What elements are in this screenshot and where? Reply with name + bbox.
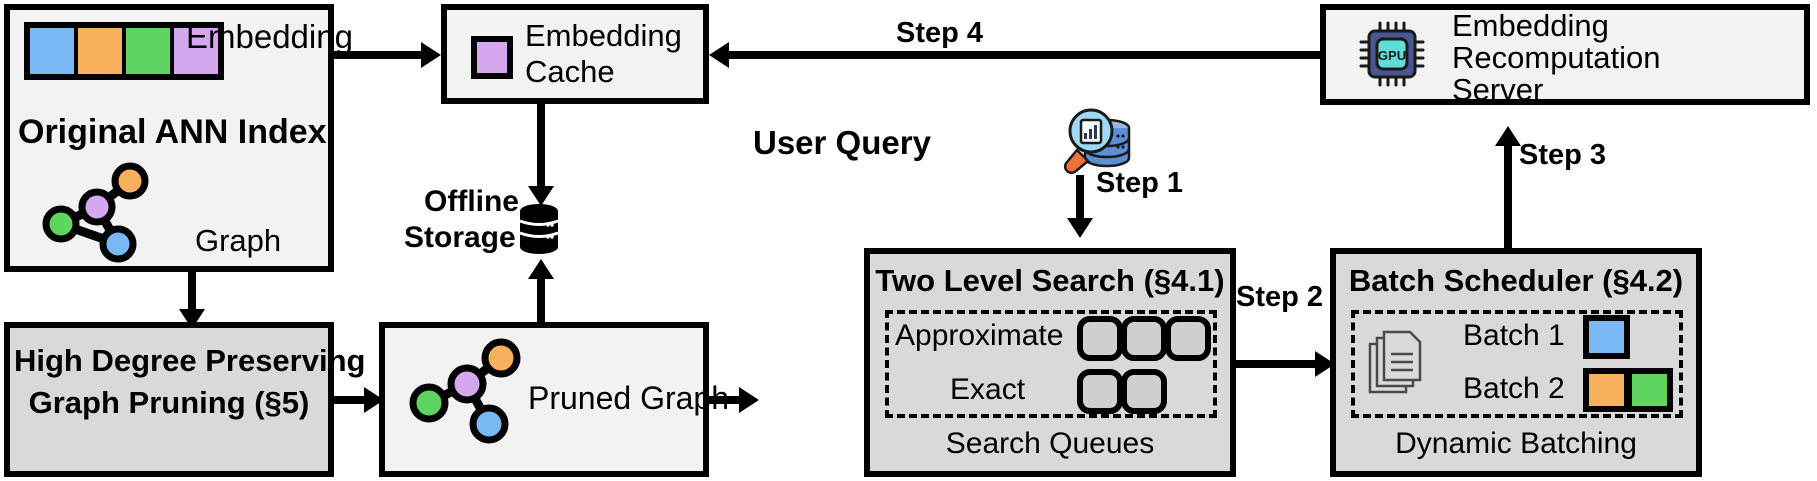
orange-node	[481, 338, 521, 378]
arrow-step1	[1076, 175, 1084, 221]
arrow-index-to-pruning	[188, 272, 196, 312]
recomputation-server-line2: Recomputation	[1452, 40, 1661, 75]
graph-pruning-box	[4, 322, 334, 477]
arrow-step3-head	[1495, 126, 1521, 146]
arrow-step4-head	[709, 42, 729, 68]
offline-storage-label-line1: Offline	[424, 185, 519, 218]
step1-label: Step 1	[1096, 167, 1184, 199]
arrow-cache-to-storage	[537, 104, 545, 189]
approximate-queue-cell-3	[1165, 316, 1211, 361]
magnifier	[1063, 108, 1114, 175]
dynamic-batching-footer: Dynamic Batching	[1395, 427, 1637, 460]
batch-1-swatch-blue	[1583, 315, 1630, 359]
green-node	[409, 383, 449, 423]
arrow-pruned-graph-to-search-head	[739, 387, 759, 413]
purple-node	[447, 364, 487, 404]
exact-row-label: Exact	[950, 373, 1026, 406]
embedding-cache-title-line1: Embedding	[525, 18, 682, 53]
batch-2-swatch-orange	[1583, 368, 1630, 412]
approximate-row-label: Approximate	[895, 319, 1064, 352]
search-queues-panel	[885, 310, 1217, 418]
arrow-step2	[1236, 360, 1318, 368]
exact-queue-cell-1	[1077, 369, 1123, 414]
offline-storage-label-line2: Storage	[404, 221, 516, 254]
arrow-pruning-to-pruned-graph	[334, 396, 366, 404]
purple-node	[78, 188, 116, 226]
blue-node	[99, 225, 137, 263]
two-level-search-title: Two Level Search (§4.1)	[875, 263, 1225, 298]
arrow-step3	[1504, 132, 1512, 250]
step3-label: Step 3	[1519, 139, 1607, 171]
batch-1-label: Batch 1	[1463, 319, 1565, 352]
two-level-search-box	[864, 248, 1236, 477]
gpu-chip-text: GPU	[1378, 48, 1406, 63]
embedding-cell-green	[126, 28, 174, 74]
batch-scheduler-title: Batch Scheduler (§4.2)	[1348, 263, 1684, 298]
embedding-cache-title-line2: Cache	[525, 54, 615, 89]
gpu-chip-icon: GPU	[1359, 21, 1425, 87]
exact-queue-cell-2	[1121, 369, 1167, 414]
embedding-cell-orange	[78, 28, 126, 74]
graph-label: Graph	[195, 223, 282, 258]
arrow-step4	[728, 51, 1320, 59]
step2-label: Step 2	[1236, 281, 1324, 313]
documents-icon	[1368, 330, 1422, 394]
graph-pruning-title-line2: Graph Pruning (§5)	[28, 385, 310, 420]
pruned-graph-figure	[409, 338, 521, 444]
embedding-cache-swatch	[471, 36, 513, 79]
user-query-label: User Query	[753, 124, 931, 161]
original-graph-figure	[42, 162, 149, 263]
database-icon	[519, 204, 559, 254]
approximate-queue-cell-1	[1077, 316, 1123, 361]
step4-label: Step 4	[896, 17, 984, 49]
dynamic-batching-panel	[1351, 310, 1683, 418]
arrow-pruned-graph-to-storage	[537, 278, 545, 322]
embedding-cell-purple	[174, 28, 218, 74]
batch-2-label: Batch 2	[1463, 372, 1565, 405]
arrow-pruned-graph-to-storage-head	[528, 259, 554, 279]
graph-pruning-title-line1: High Degree Preserving	[14, 343, 366, 378]
arrow-pruned-graph-to-search	[709, 396, 741, 404]
pruned-graph-label: Pruned Graph	[528, 380, 730, 416]
blue-node	[469, 404, 509, 444]
recomputation-server-line3: Server	[1452, 72, 1544, 107]
arrow-cache-to-storage-head	[528, 186, 554, 206]
embedding-cell-blue	[30, 28, 78, 74]
original-ann-index-title: Original ANN Index	[18, 113, 327, 151]
arrow-step1-head	[1067, 218, 1093, 238]
approximate-queue-cell-2	[1121, 316, 1167, 361]
embedding-label: Embedding	[186, 18, 353, 55]
recomputation-server-line1: Embedding	[1452, 8, 1609, 43]
batch-2-swatch-green	[1626, 368, 1673, 412]
arrow-index-to-cache-head	[421, 42, 441, 68]
orange-node	[111, 162, 149, 200]
search-queues-footer: Search Queues	[945, 427, 1155, 460]
embedding-vector-swatches	[24, 22, 224, 80]
search-database-icon	[1063, 108, 1131, 175]
green-node	[42, 205, 80, 243]
arrow-index-to-cache	[334, 51, 424, 59]
